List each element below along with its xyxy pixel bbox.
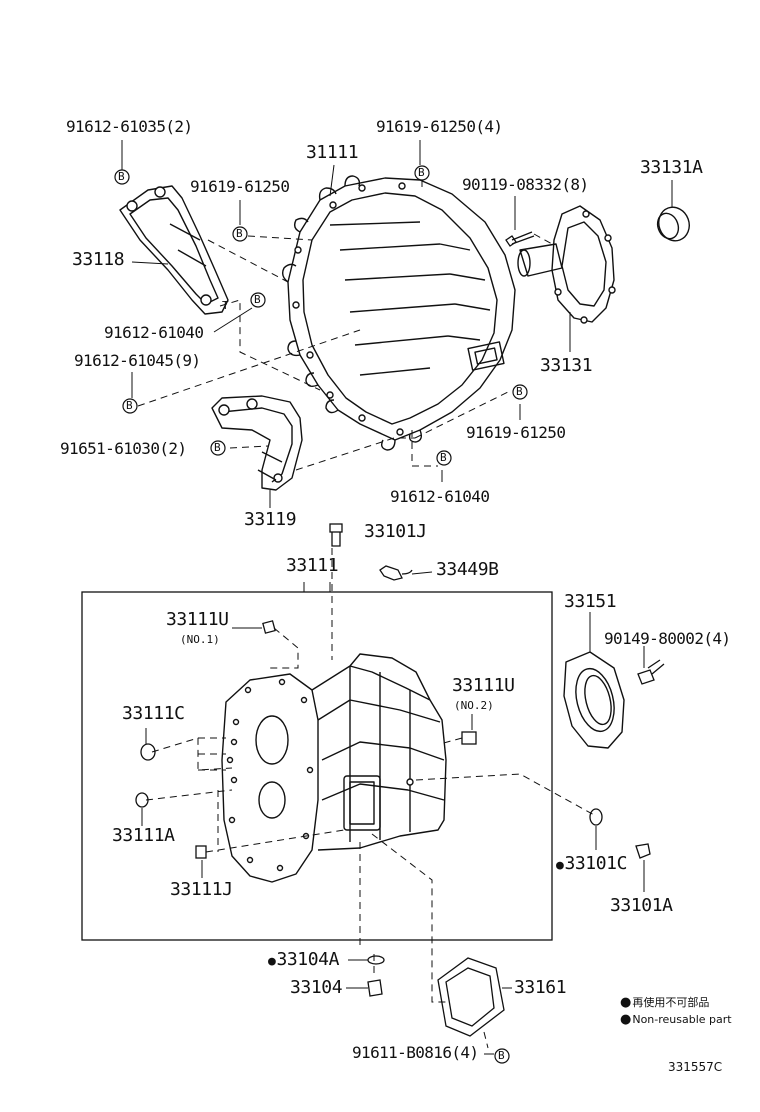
marker-b: B — [118, 170, 125, 183]
callout-90149-80002: 90149-80002(4) — [604, 629, 731, 648]
marker-b: B — [440, 451, 447, 464]
legend-en: Non-reusable part — [620, 1011, 731, 1029]
callout-91612-61035: 91612-61035(2) — [66, 117, 193, 136]
oil-seal-33131A — [658, 206, 690, 242]
callout-91651-61030: 91651-61030(2) — [60, 439, 187, 458]
callout-33111A: 33111A — [112, 825, 175, 846]
side-cover-33161 — [437, 957, 505, 1037]
callout-33151: 33151 — [564, 591, 617, 612]
callout-33449B: 33449B — [436, 559, 499, 580]
legend-jp: 再使用不可部品 — [620, 994, 709, 1012]
marker-t: T — [222, 299, 229, 312]
marker-b: B — [516, 385, 523, 398]
drawing-code: 331557C — [668, 1060, 723, 1074]
marker-b: B — [418, 166, 425, 179]
transmission-case-frame — [81, 591, 553, 941]
callout-33111U-no1: 33111U — [166, 609, 229, 630]
callout-33118: 33118 — [72, 249, 125, 270]
extension-housing-33151 — [563, 651, 625, 749]
callout-33131: 33131 — [540, 355, 593, 376]
callout-90119-08332: 90119-08332(8) — [462, 175, 589, 194]
callout-91612-61040-b: 91612-61040 — [390, 487, 490, 506]
clutch-housing-31111 — [287, 177, 516, 441]
callout-91619-61250-a: 91619-61250 — [190, 177, 290, 196]
bearing-retainer-33131 — [551, 205, 615, 323]
callout-33161: 33161 — [514, 977, 567, 998]
bracket-33119 — [211, 395, 303, 491]
callout-33104: 33104 — [290, 977, 343, 998]
callout-91612-61045: 91612-61045(9) — [74, 351, 201, 370]
callout-33119: 33119 — [244, 509, 297, 530]
marker-b: B — [236, 227, 243, 240]
callout-33111J: 33111J — [170, 879, 233, 900]
transmission-case-33111 — [221, 673, 319, 883]
callout-31111: 31111 — [306, 142, 359, 163]
marker-b: B — [214, 441, 221, 454]
callout-33104A: 33104A — [268, 950, 339, 972]
callout-91611-B0816: 91611-B0816(4) — [352, 1043, 479, 1062]
callout-33101J: 33101J — [364, 521, 427, 542]
marker-b: B — [126, 399, 133, 412]
marker-b: B — [498, 1049, 505, 1062]
callout-33101A: 33101A — [610, 895, 673, 916]
callout-91619-61250-4: 91619-61250(4) — [376, 117, 503, 136]
bracket-33118 — [119, 185, 229, 315]
callout-33111: 33111 — [286, 555, 339, 576]
callout-91612-61040-a: 91612-61040 — [104, 323, 204, 342]
callout-91619-61250-b: 91619-61250 — [466, 423, 566, 442]
callout-33111U-no1-note: (NO.1) — [180, 633, 220, 646]
callout-33131A: 33131A — [640, 157, 703, 178]
callout-33101C: 33101C — [556, 854, 627, 876]
callout-33111C: 33111C — [122, 703, 185, 724]
marker-b: B — [254, 293, 261, 306]
callout-33111U-no2: 33111U — [452, 675, 515, 696]
callout-33111U-no2-note: (NO.2) — [454, 699, 494, 712]
